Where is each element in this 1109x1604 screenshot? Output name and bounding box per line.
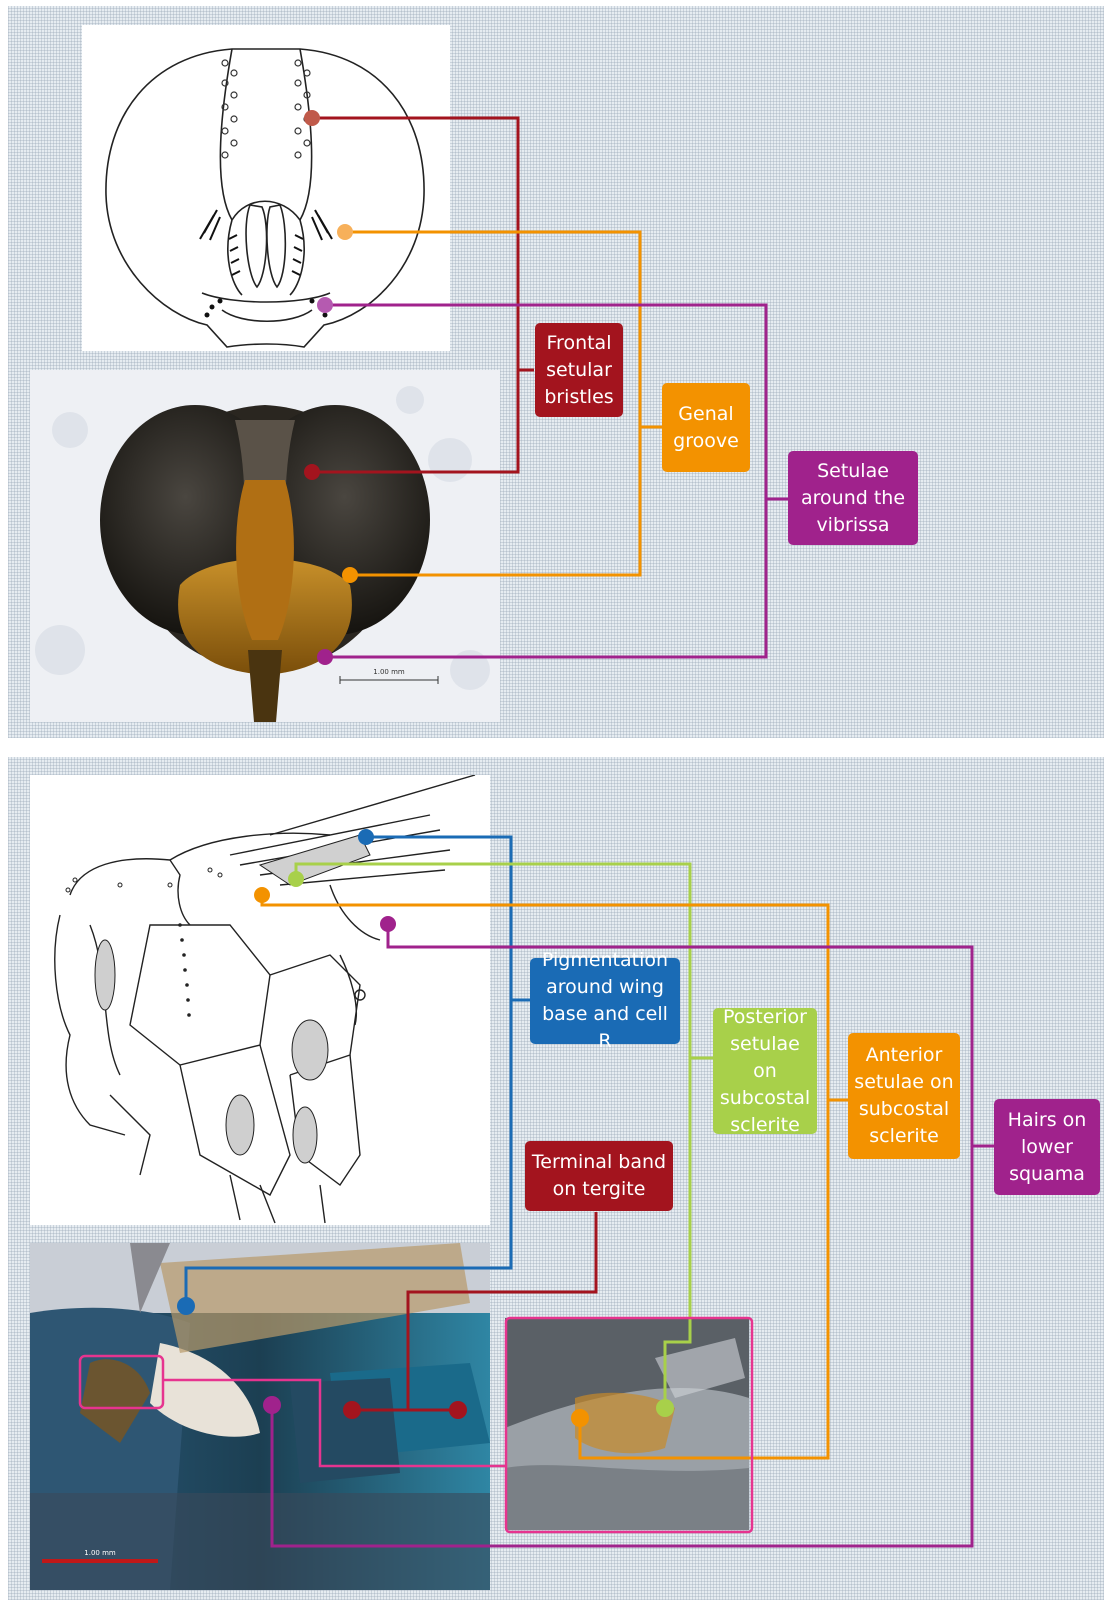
setulae-vibrissa-label: Setulae around the vibrissa — [788, 451, 918, 545]
anterior-setulae-label: Anterior setulae on subcostal sclerite — [848, 1033, 960, 1159]
hairs-lower-squama-label: Hairs on lower squama — [994, 1099, 1100, 1195]
thorax-photo: 1.00 mm — [30, 1243, 490, 1590]
top-scale-label: 1.00 mm — [373, 668, 405, 676]
posterior-setulae-label: Posterior setulae on subcostal sclerite — [713, 1008, 817, 1134]
genal-groove-label: Genal groove — [662, 383, 750, 472]
closeup-inset-photo — [505, 1318, 749, 1530]
bottom-scale-label: 1.00 mm — [84, 1549, 116, 1557]
frontal-setular-bristles-label: Frontal setular bristles — [535, 323, 623, 417]
thorax-line-drawing — [30, 775, 490, 1225]
pigmentation-label: Pigmentation around wing base and cell R — [530, 958, 680, 1044]
head-line-drawing — [82, 25, 450, 351]
head-photo: 1.00 mm — [30, 370, 500, 722]
terminal-band-label: Terminal band on tergite — [525, 1141, 673, 1211]
